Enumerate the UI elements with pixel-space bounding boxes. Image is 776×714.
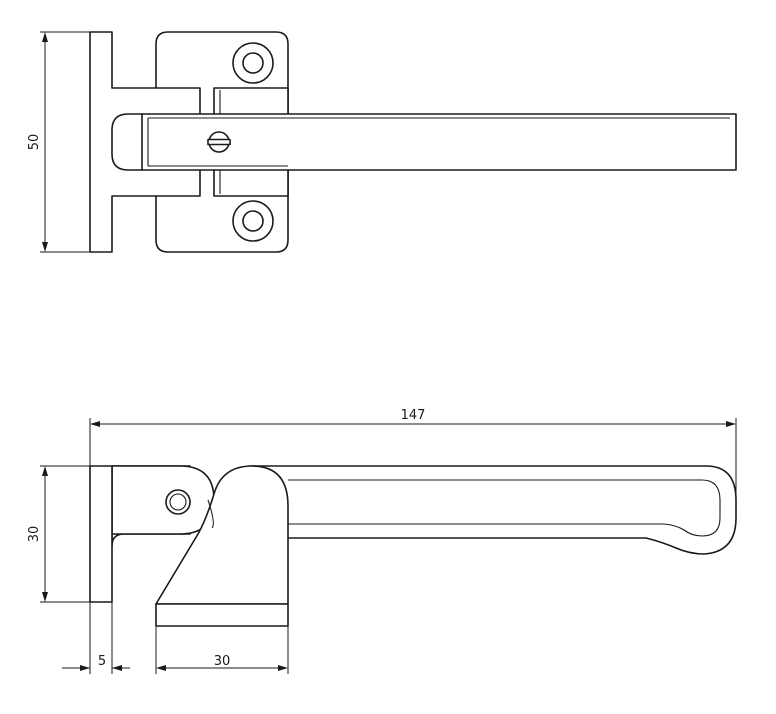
side-pivot-inner — [169, 493, 187, 511]
dim-base-width: 30 — [155, 626, 289, 674]
top-arm-end — [111, 113, 143, 171]
side-wall-plate — [89, 465, 113, 603]
side-view — [89, 465, 737, 627]
side-cam-body — [155, 465, 289, 605]
dim-plate-thickness: 5 — [62, 602, 130, 674]
top-view — [89, 31, 737, 253]
dim-top-height: 50 — [27, 31, 90, 253]
dim-overall-length-label: 147 — [401, 408, 426, 423]
side-arm-inner — [288, 479, 721, 537]
dim-top-height-label: 50 — [27, 134, 42, 151]
top-screw-hole-inner — [242, 52, 264, 74]
dim-side-height: 30 — [27, 465, 90, 603]
dim-side-height-label: 30 — [27, 526, 42, 543]
bottom-screw-hole-inner — [242, 210, 264, 232]
top-arm — [141, 113, 737, 171]
side-knuckle — [111, 465, 215, 535]
dim-plate-thickness-label: 5 — [98, 654, 106, 669]
side-arm-outer — [249, 465, 737, 555]
dim-overall-length: 147 — [89, 408, 737, 500]
pivot-screw-slot — [207, 138, 231, 146]
dim-base-width-label: 30 — [214, 654, 231, 669]
side-foot — [155, 603, 289, 627]
